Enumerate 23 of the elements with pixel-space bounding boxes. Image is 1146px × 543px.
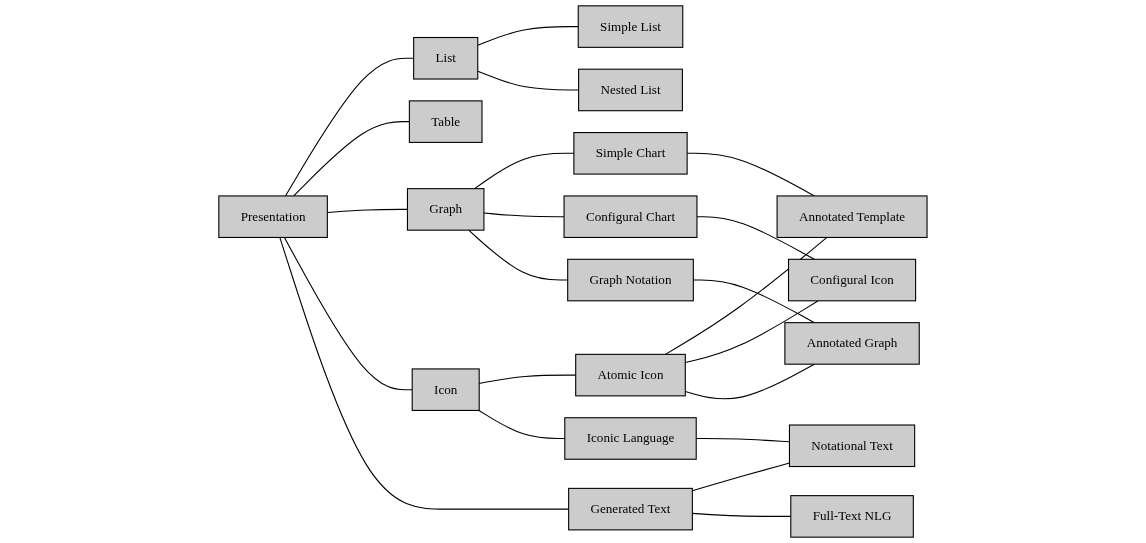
node-box: Annotated Graph: [784, 322, 920, 365]
node-box: List: [413, 36, 479, 80]
node-box: Generated Text: [568, 487, 693, 531]
node-box: Configural Chart: [563, 195, 698, 238]
node-box: Simple List: [577, 5, 684, 48]
connector: [483, 212, 565, 218]
connector: [293, 121, 410, 197]
node-box: Graph: [406, 188, 485, 231]
node-box: Iconic Language: [564, 417, 697, 460]
node-box: Simple Chart: [573, 132, 688, 175]
node-box: Annotated Template: [776, 195, 928, 238]
node-box: Nested List: [578, 68, 683, 112]
node-box: Atomic Icon: [575, 353, 686, 397]
node-box: Icon: [411, 368, 480, 411]
connector: [664, 236, 828, 355]
connector: [477, 26, 579, 46]
node-box: Graph Notation: [567, 258, 694, 302]
node-box: Presentation: [218, 195, 328, 238]
node-box: Table: [408, 100, 483, 143]
node-box: Configural Icon: [788, 258, 917, 302]
node-box: Full-Text NLG: [790, 495, 914, 538]
node-box: Notational Text: [788, 424, 916, 468]
connector: [283, 236, 413, 391]
